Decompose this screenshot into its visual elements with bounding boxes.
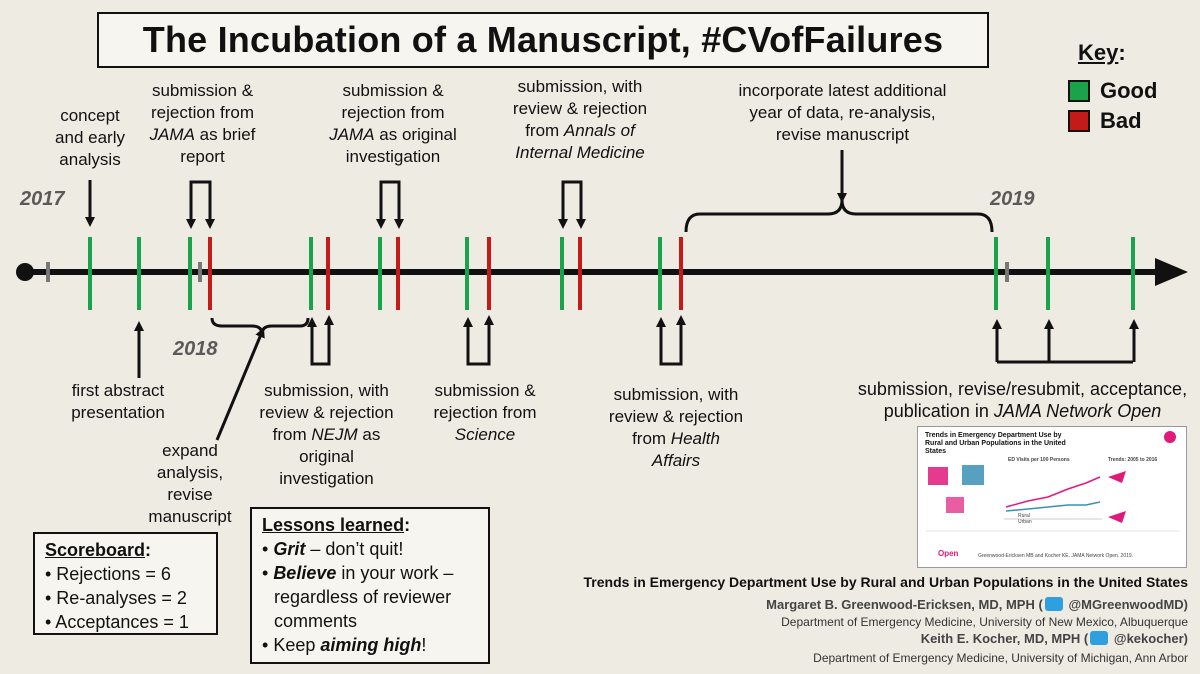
key-good: Good <box>1068 78 1157 104</box>
final-l2: publication in <box>883 401 994 421</box>
infographic-thumbnail: Trends in Emergency Department Use by Ru… <box>917 426 1187 568</box>
label-concept: concept and early analysis <box>55 106 125 169</box>
lesson-3-em: aiming high <box>320 635 422 655</box>
annals-journal-a: Annals of <box>563 121 635 140</box>
year-2019: 2019 <box>990 188 1035 210</box>
thumb-citation: Greenwood-Ericksen MB and Kocher KE. JAM… <box>978 553 1134 559</box>
thumb-legend-urban: Urban <box>1018 519 1032 525</box>
thumb-brand: Open <box>938 549 959 558</box>
label-incorporate: incorporate latest additional year of da… <box>738 81 947 144</box>
key-bad: Bad <box>1068 108 1142 134</box>
jama-orig-l4: investigation <box>345 147 441 166</box>
science-journal: Science <box>454 425 516 444</box>
braces <box>210 199 994 335</box>
nejm-l3: as original investigation <box>279 425 381 488</box>
lesson-3-post: ! <box>421 635 427 655</box>
label-final: submission, revise/resubmit, acceptance,… <box>850 378 1195 422</box>
jama-brief-l3: as brief <box>194 125 256 144</box>
annals-l3: from <box>525 121 564 140</box>
annals-l2: review & rejection <box>512 99 648 118</box>
thumb-title: Trends in Emergency Department Use by Ru… <box>925 432 1066 455</box>
page-title: The Incubation of a Manuscript, #CVofFai… <box>142 19 944 60</box>
jama-brief-l4: report <box>180 147 225 166</box>
science-l2: from <box>502 403 537 422</box>
scoreboard-box: Scoreboard: • Rejections = 6 • Re-analys… <box>33 532 218 635</box>
lesson-1-em: Grit <box>273 539 306 559</box>
ha-journal: Health Affairs <box>651 429 720 470</box>
label-expand: expand analysis, revise manuscript <box>148 441 232 526</box>
bad-swatch <box>1068 110 1090 132</box>
thumb-graphics <box>926 465 1180 532</box>
label-nejm: submission, with review & rejection from… <box>254 380 399 490</box>
label-health-affairs: submission, with review & rejection from… <box>606 384 746 472</box>
annals-journal-b: Internal Medicine <box>515 143 645 162</box>
author-2: Keith E. Kocher, MD, MPH ( @kekocher) <box>560 631 1188 646</box>
good-label: Good <box>1100 78 1158 103</box>
final-journal: JAMA Network Open <box>993 401 1162 421</box>
author-1-handle[interactable]: @MGreenwoodMD) <box>1068 597 1188 612</box>
lesson-2-em: Believe <box>273 563 337 583</box>
bad-label: Bad <box>1100 108 1142 133</box>
jama-brief-l2: rejection from <box>151 103 254 122</box>
author-2-name: Keith E. Kocher, MD, MPH ( <box>920 631 1089 646</box>
label-science: submission & rejection from Science <box>425 380 545 446</box>
author-2-dept: Department of Emergency Medicine, Univer… <box>813 651 1188 665</box>
jama-orig-l2: rejection from <box>341 103 445 122</box>
ha-l1: submission, with review & rejection from <box>608 385 744 448</box>
lessons-box: Lessons learned: • Grit – don’t quit! • … <box>250 507 490 664</box>
year-2017: 2017 <box>20 188 65 210</box>
thumb-badge-icon <box>1164 431 1176 443</box>
nejm-journal: NEJM <box>311 425 358 444</box>
nejm-l1: submission, with review & rejection <box>259 381 394 422</box>
author-1: Margaret B. Greenwood-Ericksen, MD, MPH … <box>560 597 1188 612</box>
science-l1: submission & rejection <box>433 381 536 422</box>
author-1-dept: Department of Emergency Medicine, Univer… <box>781 615 1188 629</box>
lessons-heading: Lessons learned <box>262 515 405 535</box>
author-2-handle[interactable]: @kekocher) <box>1113 631 1188 646</box>
year-2018: 2018 <box>173 338 218 360</box>
jama-orig-l3: as original <box>374 125 457 144</box>
thumb-chart-heading: ED Visits per 100 Persons <box>1008 457 1070 463</box>
label-jama-original: submission & rejection from JAMA as orig… <box>318 80 468 168</box>
twitter-icon <box>1090 631 1109 645</box>
key-heading-text: Key <box>1078 40 1119 65</box>
good-swatch <box>1068 80 1090 102</box>
scoreboard-colon: : <box>145 540 152 560</box>
label-jama-brief: submission & rejection from JAMA as brie… <box>140 80 265 168</box>
jama-orig-l1: submission & <box>342 81 444 100</box>
scoreboard-item: • Acceptances = 1 <box>45 612 189 632</box>
year-ticks <box>46 262 1009 282</box>
twitter-icon <box>1044 597 1063 611</box>
title-box: The Incubation of a Manuscript, #CVofFai… <box>97 12 989 68</box>
thumb-trend-heading: Trends: 2005 to 2016 <box>1108 457 1158 463</box>
event-markers <box>88 237 1135 310</box>
scoreboard-heading: Scoreboard <box>45 540 146 560</box>
annotation-arrows <box>85 150 1139 441</box>
scoreboard-item: • Rejections = 6 <box>45 564 171 584</box>
key-colon: : <box>1118 40 1126 65</box>
key-heading: Key: <box>1078 40 1126 66</box>
final-l1: submission, revise/resubmit, acceptance, <box>857 379 1188 399</box>
jama-brief-journal: JAMA <box>149 125 195 144</box>
scoreboard-item: • Re-analyses = 2 <box>45 588 187 608</box>
label-first-abstract: first abstract presentation <box>71 381 165 422</box>
label-annals: submission, with review & rejection from… <box>500 76 660 164</box>
lesson-2-text: in your work – regardless of reviewer co… <box>274 563 454 631</box>
paper-title: Trends in Emergency Department Use by Ru… <box>583 574 1188 590</box>
lessons-colon: : <box>404 515 411 535</box>
author-1-name: Margaret B. Greenwood-Ericksen, MD, MPH … <box>766 597 1043 612</box>
lesson-item: • Keep aiming high! <box>262 635 427 655</box>
annals-l1: submission, with <box>517 77 643 96</box>
thumb-legend-rural: Rural <box>1018 513 1030 519</box>
jama-orig-journal: JAMA <box>329 125 375 144</box>
lesson-item: • Believe in your work – regardless of r… <box>262 563 454 631</box>
timeline-axis <box>16 258 1188 286</box>
lesson-3-pre: Keep <box>273 635 321 655</box>
jama-brief-l1: submission & <box>151 81 254 100</box>
nejm-l2: from <box>272 425 312 444</box>
lesson-item: • Grit – don’t quit! <box>262 539 404 559</box>
lesson-1-text: – don’t quit! <box>305 539 404 559</box>
